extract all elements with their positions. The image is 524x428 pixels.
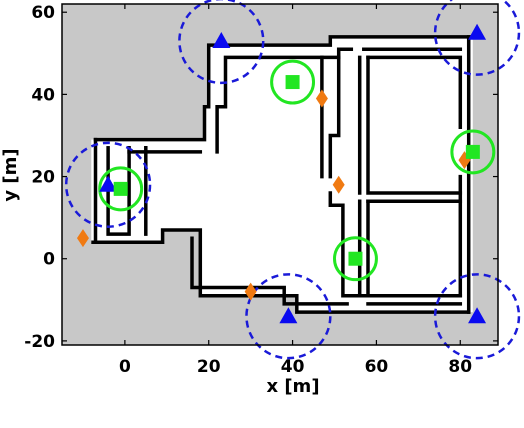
blue-range-circle [245, 273, 332, 360]
wall-segment [328, 191, 463, 298]
wall-segment [190, 236, 349, 306]
y-tick-label: -20 [24, 332, 55, 352]
wall-segment [366, 55, 463, 130]
wall-segment [106, 146, 131, 236]
orange-diamond-marker [244, 282, 257, 301]
x-tick-label: 20 [197, 357, 221, 377]
chart-figure: 0 20 40 60 80 -20 0 20 40 60 x [m] y [m] [0, 0, 521, 397]
blue-range-circle [433, 273, 521, 360]
y-tick-label: 20 [31, 168, 55, 188]
x-axis-label: x [m] [266, 376, 319, 397]
x-tick-label: 40 [281, 357, 305, 377]
blue-triangle-marker [99, 175, 118, 192]
robot-range-circle [333, 236, 378, 282]
wall-segment [215, 47, 354, 154]
wall-segment [366, 55, 463, 195]
environment-walls [91, 35, 471, 314]
y-tick-label: 40 [31, 85, 55, 105]
blue-range-circle [64, 141, 152, 228]
robot-range-circle [450, 129, 496, 175]
blue-triangle-marker [279, 307, 298, 324]
robot-square-marker [465, 144, 480, 159]
robot-square-marker [348, 251, 363, 266]
x-tick-label: 60 [365, 357, 389, 377]
free-space-polygon [91, 36, 473, 313]
robot-range-circle [270, 59, 316, 105]
blue-triangle-marker [212, 31, 231, 48]
blue-triangle-marker [468, 307, 487, 324]
wall-segment [93, 35, 471, 142]
robot-square-marker [285, 75, 300, 90]
y-axis-label: y [m] [0, 148, 21, 201]
plot-frame [61, 3, 499, 346]
axes-frame [61, 3, 499, 346]
sensing-range-circles [64, 0, 521, 360]
y-tick-label: 60 [31, 3, 55, 23]
tick-marks [62, 4, 498, 345]
blue-range-circle [433, 0, 521, 76]
x-tick-label: 0 [119, 357, 131, 377]
robot-range-circle [98, 166, 144, 212]
wall-segment [328, 55, 341, 179]
orange-diamond-marker [315, 89, 328, 108]
y-tick-label: 0 [43, 250, 55, 270]
x-tick-label: 80 [448, 357, 472, 377]
plot-markers [76, 23, 487, 324]
blue-triangle-marker [468, 23, 487, 40]
blue-range-circle [178, 0, 265, 85]
robot-square-marker [113, 181, 128, 196]
orange-diamond-marker [332, 175, 345, 194]
tick-labels: 0 20 40 60 80 -20 0 20 40 60 [24, 3, 472, 377]
orange-diamond-marker [76, 229, 89, 248]
